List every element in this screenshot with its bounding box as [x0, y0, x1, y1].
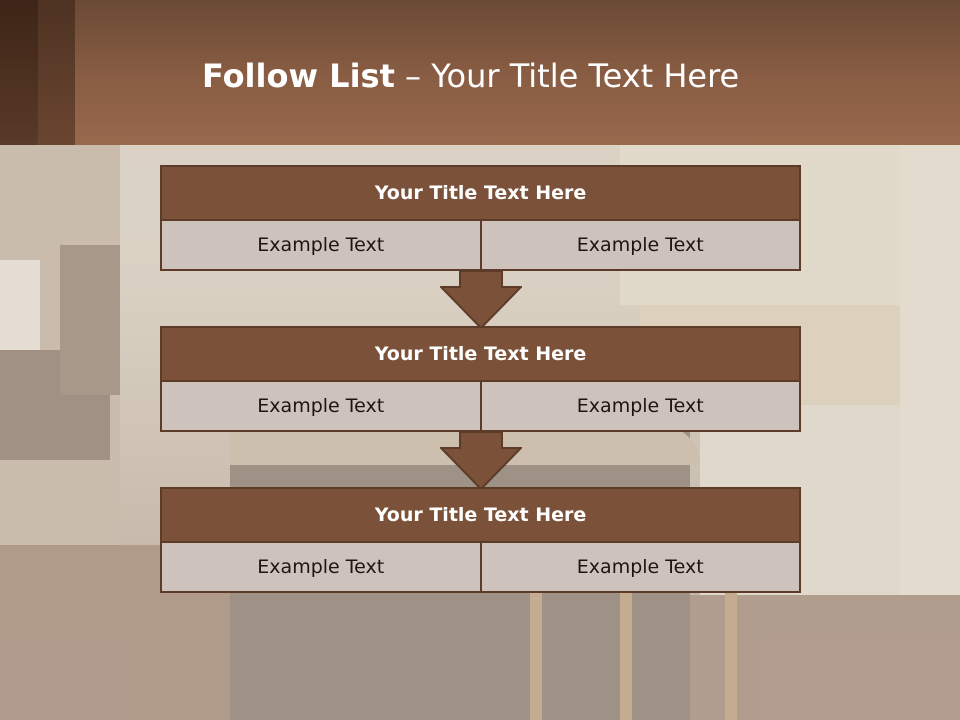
follow-block-row: Example Text Example Text [160, 221, 801, 271]
page-title-rest: – Your Title Text Here [405, 57, 740, 95]
header-corner-mid [38, 0, 75, 145]
page-title: Follow List – Your Title Text Here [202, 56, 739, 96]
follow-block-title: Your Title Text Here [160, 326, 801, 382]
down-arrow-icon [440, 271, 522, 329]
follow-block-cell-left: Example Text [160, 221, 482, 271]
follow-block-row: Example Text Example Text [160, 543, 801, 593]
follow-block-2: Your Title Text Here Example Text Exampl… [160, 326, 801, 432]
follow-block-row: Example Text Example Text [160, 382, 801, 432]
follow-block-title: Your Title Text Here [160, 165, 801, 221]
follow-block-cell-right: Example Text [481, 543, 801, 593]
follow-block-cell-right: Example Text [481, 221, 801, 271]
page-title-bold: Follow List [202, 57, 395, 95]
follow-block-cell-right: Example Text [481, 382, 801, 432]
header-band: Follow List – Your Title Text Here [0, 0, 960, 145]
follow-block-title: Your Title Text Here [160, 487, 801, 543]
header-corner-dark [0, 0, 38, 145]
down-arrow-icon [440, 432, 522, 490]
follow-block-1: Your Title Text Here Example Text Exampl… [160, 165, 801, 271]
follow-block-cell-left: Example Text [160, 382, 482, 432]
follow-block-3: Your Title Text Here Example Text Exampl… [160, 487, 801, 593]
follow-block-cell-left: Example Text [160, 543, 482, 593]
